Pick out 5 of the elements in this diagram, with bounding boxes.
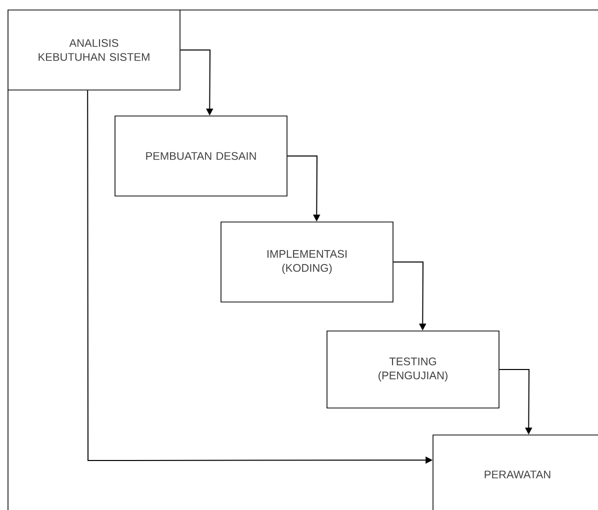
process-box: PERAWATAN [432,434,598,510]
process-box: TESTING (PENGUJIAN) [326,330,500,408]
process-box: ANALISIS KEBUTUHAN SISTEM [8,10,180,90]
process-box: IMPLEMENTASI (KODING) [220,222,394,302]
process-box: PEMBUATAN DESAIN [114,116,288,196]
